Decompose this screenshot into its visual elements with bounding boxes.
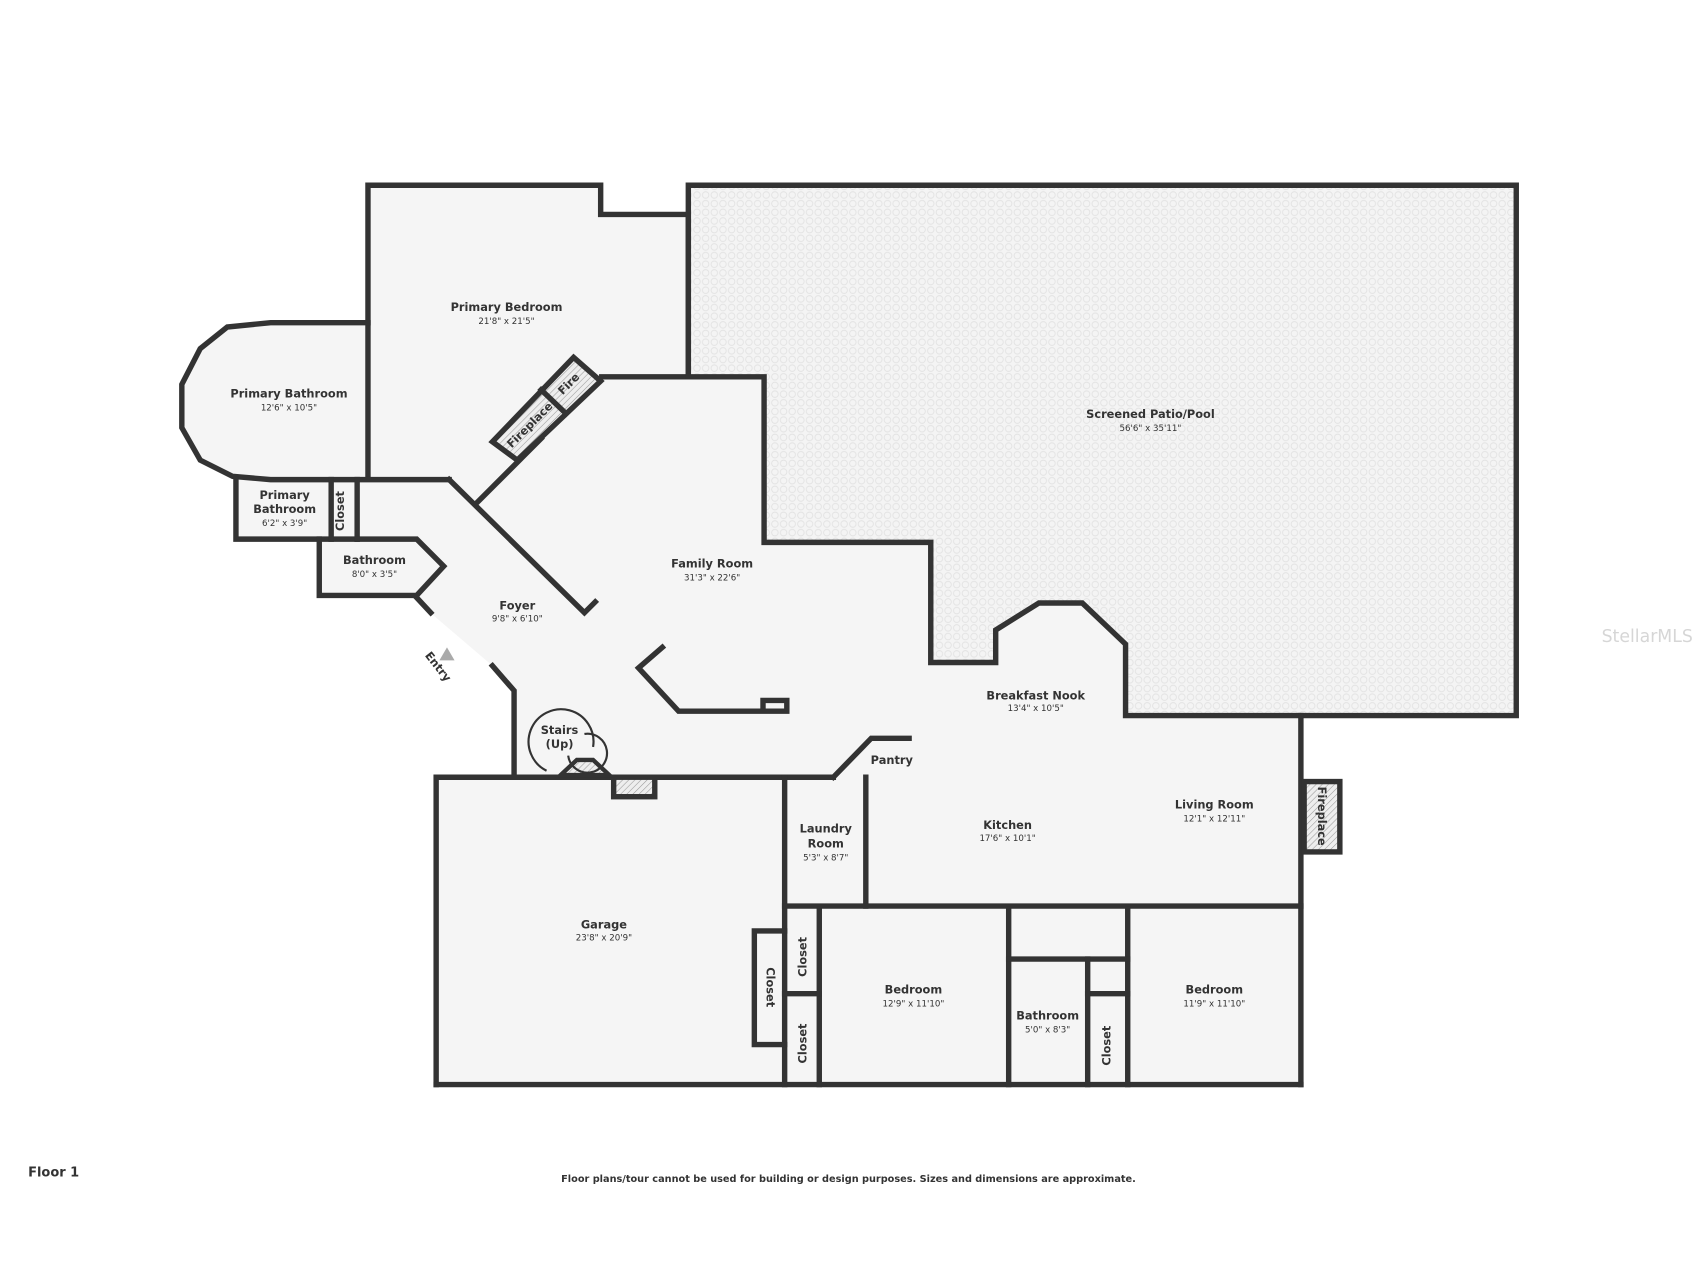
closet-label-garage: Closet — [763, 967, 777, 1007]
room-name-laundry: Laundry — [800, 821, 853, 835]
closet-label-bedroom-2: Closet — [1099, 1025, 1113, 1065]
floor-label: Floor 1 — [28, 1166, 79, 1181]
fireplace-living-room — [1301, 778, 1343, 855]
room-dims-primary-bathroom-small: 6'2" x 3'9" — [262, 519, 307, 529]
room-name-laundry-2: Room — [808, 837, 844, 851]
room-dims-breakfast-nook: 13'4" x 10'5" — [1008, 704, 1064, 714]
room-dims-bathroom-foyer: 8'0" x 3'5" — [352, 570, 397, 580]
floor-fill — [181, 185, 1301, 1085]
fireplace-garage — [610, 774, 658, 800]
room-dims-foyer: 9'8" x 6'10" — [492, 614, 543, 624]
room-name-bathroom-foyer: Bathroom — [343, 553, 406, 567]
room-dims-patio: 56'6" x 35'11" — [1120, 424, 1182, 434]
room-name-kitchen: Kitchen — [983, 818, 1032, 832]
room-dims-garage: 23'8" x 20'9" — [576, 934, 632, 944]
disclaimer: Floor plans/tour cannot be used for buil… — [561, 1174, 1136, 1185]
closet-label-bedroom-1-bottom: Closet — [795, 1023, 809, 1063]
stairs-label: Stairs — [541, 723, 579, 737]
room-name-primary-bathroom-small-2: Bathroom — [253, 502, 316, 516]
room-name-family-room: Family Room — [671, 556, 753, 570]
room-name-pantry: Pantry — [871, 753, 914, 767]
closet-label-bedroom-1-top: Closet — [795, 936, 809, 976]
room-dims-primary-bedroom: 21'8" x 21'5" — [478, 317, 534, 327]
room-dims-bedroom-2: 11'9" x 11'10" — [1183, 1000, 1245, 1010]
watermark: StellarMLS — [1602, 627, 1693, 647]
room-name-primary-bathroom: Primary Bathroom — [230, 386, 347, 400]
fireplace-primary-bedroom — [488, 353, 605, 464]
walls — [179, 182, 1519, 1088]
stairs — [527, 708, 609, 774]
stairs-label-2: (Up) — [546, 737, 574, 751]
room-name-bathroom-hall: Bathroom — [1016, 1009, 1079, 1023]
room-dims-family-room: 31'3" x 22'6" — [684, 573, 740, 583]
room-dims-primary-bathroom: 12'6" x 10'5" — [261, 403, 317, 413]
room-dims-kitchen: 17'6" x 10'1" — [979, 834, 1035, 844]
room-name-living-room: Living Room — [1175, 798, 1254, 812]
fireplace-label-living: Fireplace — [1315, 787, 1329, 846]
closet-label-primary: Closet — [333, 490, 347, 530]
room-name-patio: Screened Patio/Pool — [1086, 407, 1215, 421]
room-name-primary-bathroom-small: Primary — [259, 488, 310, 502]
room-dims-bedroom-1: 12'9" x 11'10" — [883, 1000, 945, 1010]
patio-floor — [688, 185, 1517, 716]
entry-arrow-icon — [439, 647, 455, 661]
room-name-primary-bedroom: Primary Bedroom — [451, 300, 563, 314]
room-name-bedroom-2: Bedroom — [1186, 983, 1244, 997]
room-name-foyer: Foyer — [499, 598, 535, 612]
room-dims-laundry: 5'3" x 8'7" — [803, 854, 848, 864]
room-name-garage: Garage — [581, 918, 627, 932]
room-name-bedroom-1: Bedroom — [885, 983, 943, 997]
room-dims-living-room: 12'1" x 12'11" — [1183, 815, 1245, 825]
room-dims-bathroom-hall: 5'0" x 8'3" — [1025, 1026, 1070, 1036]
room-name-breakfast-nook: Breakfast Nook — [986, 688, 1085, 702]
